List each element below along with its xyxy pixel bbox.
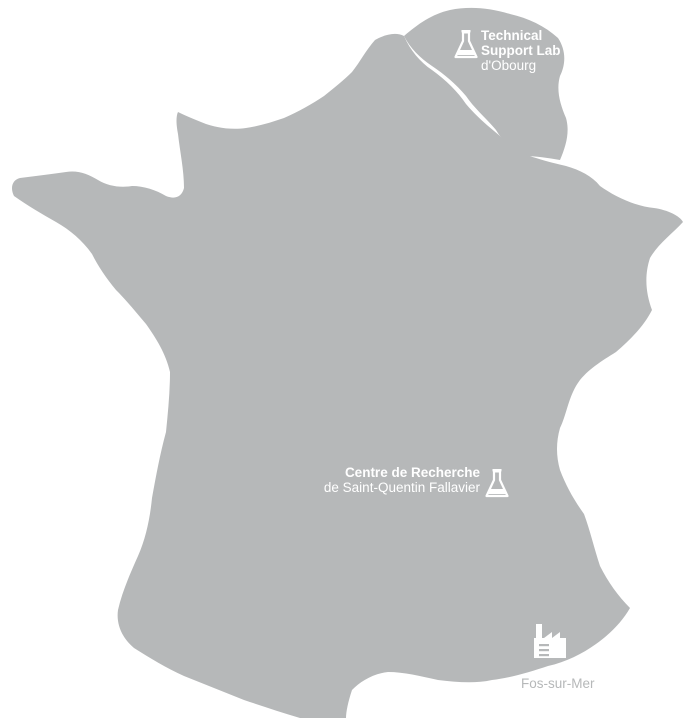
site-obourg-line1: Technical: [481, 28, 543, 43]
site-label-saint-quentin: Centre de Recherche de Saint-Quentin Fal…: [300, 465, 480, 495]
lab-flask-icon: [485, 469, 509, 498]
site-saint-quentin-line1: Centre de Recherche: [344, 465, 480, 480]
france-mainland: [12, 33, 683, 718]
belgium-region: [404, 7, 568, 161]
lab-flask-icon: [454, 30, 478, 59]
factory-icon: [534, 624, 566, 658]
site-fos-line1: Fos-sur-Mer: [521, 676, 595, 691]
site-obourg-line3: d'Obourg: [481, 58, 537, 73]
site-obourg-line2: Support Lab: [481, 43, 561, 58]
site-saint-quentin-line2: de Saint-Quentin Fallavier: [323, 480, 480, 495]
site-label-obourg: Technical Support Lab d'Obourg: [481, 28, 561, 73]
site-label-fos: Fos-sur-Mer: [521, 676, 595, 691]
